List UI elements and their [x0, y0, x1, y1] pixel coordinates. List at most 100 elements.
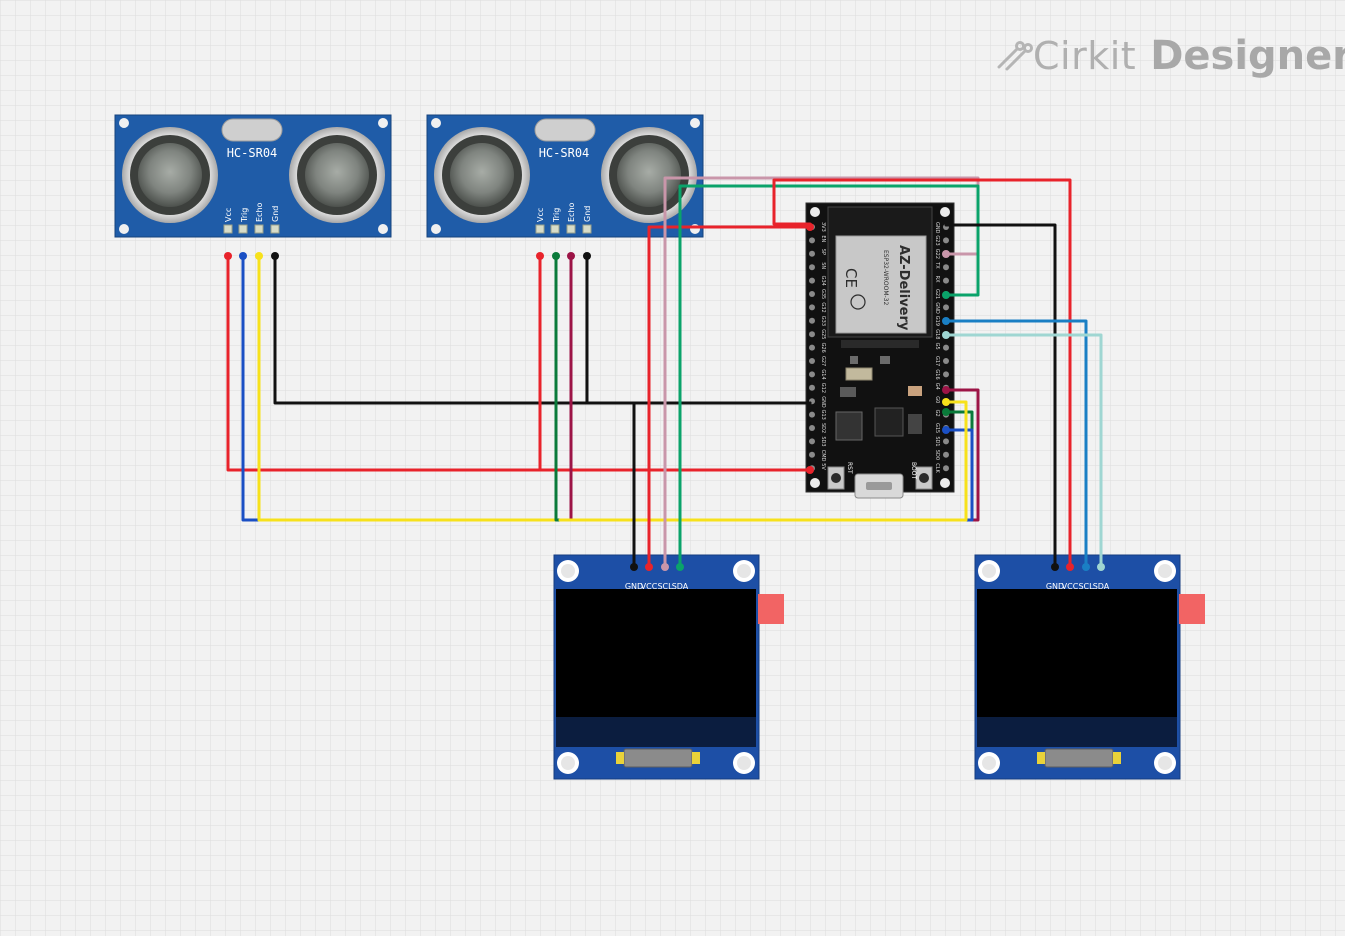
rst-label: RST [846, 462, 853, 474]
esp32-pin-sd0[interactable] [943, 451, 949, 458]
wire-endpoint[interactable] [567, 252, 575, 260]
wire-endpoint[interactable] [661, 563, 669, 571]
wire-sensor1-gnd[interactable] [273, 254, 812, 405]
pin-echo[interactable] [254, 224, 264, 234]
wire-sensor1-vcc[interactable] [226, 254, 812, 472]
esp32-pin-g12[interactable] [809, 384, 815, 391]
esp32-pin-g35[interactable] [809, 291, 815, 297]
wire-oled1-gnd[interactable] [632, 401, 812, 569]
esp32-pin-label: SD3 [820, 436, 826, 446]
wire-endpoint[interactable] [942, 250, 950, 258]
wire-endpoint[interactable] [630, 563, 638, 571]
esp32-board[interactable]: AZ-Delivery ESP32-WROOM-32 CE 3V3ENSPSNG… [805, 202, 955, 499]
boot-button[interactable]: BOOT [910, 462, 933, 490]
wire-endpoint[interactable] [239, 252, 247, 260]
ultrasonic-sensor-2[interactable]: HC-SR04 Vcc Trig Echo Gnd [426, 114, 704, 238]
wire-endpoint[interactable] [942, 317, 950, 325]
esp32-pin-g5[interactable] [943, 344, 949, 351]
ribbon-cable [1044, 748, 1114, 768]
esp32-pin-label: EN [820, 235, 826, 242]
usb-port[interactable] [854, 473, 904, 499]
wire-oled2-gnd[interactable] [944, 223, 1057, 569]
esp32-pin-g33[interactable] [809, 317, 815, 324]
wire-sensor1-echo[interactable] [257, 254, 562, 522]
wire-endpoint[interactable] [552, 252, 560, 260]
left-pin-header[interactable]: 3V3ENSPSNG34G35G32G33G25G26G27G14G12GNDG… [809, 222, 826, 472]
wire-endpoint[interactable] [1097, 563, 1105, 571]
esp32-pin-sd3[interactable] [809, 438, 815, 445]
esp32-pin-tx[interactable] [943, 264, 949, 271]
wire-endpoint[interactable] [1082, 563, 1090, 571]
esp32-pin-g13[interactable] [809, 411, 815, 418]
wire-endpoint[interactable] [1066, 563, 1074, 571]
esp32-pin-g34[interactable] [809, 277, 815, 284]
rst-button[interactable]: RST [827, 462, 853, 490]
protective-film-tab[interactable] [758, 594, 784, 624]
wire-endpoint[interactable] [536, 252, 544, 260]
esp32-pin-label: G35 [820, 289, 826, 299]
esp32-pin-g14[interactable] [809, 371, 815, 378]
esp32-pin-label: G32 [820, 302, 826, 312]
esp32-pin-en[interactable] [809, 237, 815, 244]
wire-oled1-vcc[interactable] [647, 225, 812, 569]
esp32-pin-g32[interactable] [809, 304, 815, 311]
wire-endpoint[interactable] [583, 252, 591, 260]
esp32-pin-label: G5 [934, 343, 940, 350]
esp32-pin-label: G12 [820, 383, 826, 393]
pin-vcc[interactable] [535, 224, 545, 234]
wire-endpoint[interactable] [224, 252, 232, 260]
wire-oled1-sda[interactable] [678, 184, 980, 569]
wire-oled2-scl[interactable] [944, 319, 1088, 569]
esp32-module: AZ-Delivery ESP32-WROOM-32 CE [827, 206, 933, 338]
wire-3v3-loop[interactable] [772, 178, 1072, 569]
brand-name-part1: Cirkit [1033, 34, 1137, 78]
pin-echo[interactable] [566, 224, 576, 234]
esp32-pin-g16[interactable] [943, 371, 949, 378]
wire-endpoint[interactable] [806, 223, 814, 231]
wire-endpoint[interactable] [942, 386, 950, 394]
wire-endpoint[interactable] [942, 398, 950, 406]
oled-display-2[interactable]: GND VCC SCL SDA [974, 554, 1205, 780]
esp32-pin-sn[interactable] [809, 264, 815, 271]
pin-vcc[interactable] [223, 224, 233, 234]
pcb-components [835, 340, 922, 441]
esp32-pin-g26[interactable] [809, 344, 815, 351]
pin-trig[interactable] [550, 224, 560, 234]
protective-film-tab[interactable] [1179, 594, 1205, 624]
pin-gnd[interactable] [582, 224, 592, 234]
wire-endpoint[interactable] [676, 563, 684, 571]
wire-endpoint[interactable] [255, 252, 263, 260]
esp32-pin-g23[interactable] [943, 237, 949, 244]
wire-esp-echo1[interactable] [558, 400, 968, 522]
ultrasonic-sensor-1[interactable]: HC-SR04 Vcc Trig Echo Gnd [114, 114, 392, 238]
esp32-pin-g17[interactable] [943, 358, 949, 364]
wire-sensor2-echo[interactable] [569, 254, 980, 522]
esp32-pin-sd2[interactable] [809, 425, 815, 431]
esp32-pin-g25[interactable] [809, 331, 815, 338]
wire-endpoint[interactable] [942, 331, 950, 339]
wire-endpoint[interactable] [942, 291, 950, 299]
pin-trig[interactable] [238, 224, 248, 234]
sensor-label: HC-SR04 [539, 146, 590, 160]
esp32-pin-clk[interactable] [943, 465, 949, 472]
esp32-pin-gnd[interactable] [943, 304, 949, 311]
esp32-pin-label: G15 [934, 423, 940, 433]
oled-screen [556, 589, 756, 717]
esp32-pin-sp[interactable] [809, 250, 815, 257]
wire-endpoint[interactable] [645, 563, 653, 571]
oled-display-1[interactable]: GND VCC SCL SDA [553, 554, 784, 780]
cirkit-designer-logo: Cirkit Designer [995, 28, 1345, 84]
wire-endpoint[interactable] [942, 408, 950, 416]
wire-oled1-scl[interactable] [663, 176, 980, 569]
esp32-pin-rx[interactable] [943, 277, 949, 284]
pin-label-vcc: Vcc [536, 208, 545, 222]
wire-endpoint[interactable] [806, 466, 814, 474]
wire-endpoint[interactable] [271, 252, 279, 260]
esp32-pin-cmd[interactable] [809, 451, 815, 458]
wire-endpoint[interactable] [1051, 563, 1059, 571]
wire-endpoint[interactable] [942, 426, 950, 434]
pin-gnd[interactable] [270, 224, 280, 234]
wire-oled2-sda[interactable] [944, 333, 1103, 569]
esp32-pin-g27[interactable] [809, 358, 815, 364]
esp32-pin-sd1[interactable] [943, 438, 949, 445]
